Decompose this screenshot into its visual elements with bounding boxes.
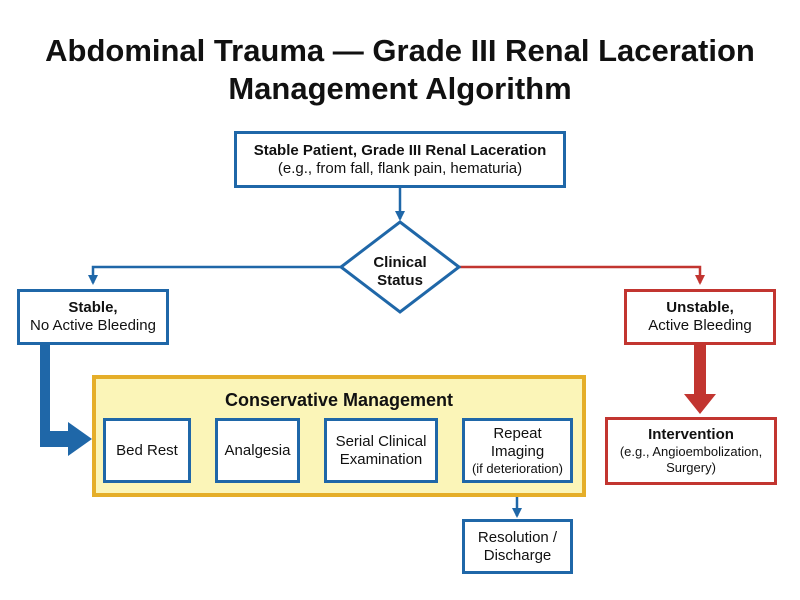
intervention-node-line2: (e.g., Angioembolization, [619,444,763,459]
arrow-stable-to-conservative [40,344,92,456]
conservative-management-title: Conservative Management [224,390,454,410]
step-bed-rest: Bed Rest [103,418,191,483]
decision-label-line1: Clinical [373,254,427,271]
start-node: Stable Patient, Grade III Renal Lacerati… [234,131,566,188]
decision-label-line2: Status [377,272,423,289]
resolution-node-line1: Resolution / [477,528,558,546]
intervention-node: Intervention (e.g., Angioembolization, S… [605,417,777,485]
step-analgesia: Analgesia [215,418,300,483]
start-node-line2: (e.g., from fall, flank pain, hematuria) [277,159,523,177]
step-bed-rest-label: Bed Rest [116,441,178,459]
step-repeat-imaging-line2: Imaging [490,442,545,460]
step-analgesia-label: Analgesia [224,441,291,459]
unstable-node: Unstable, Active Bleeding [624,289,776,345]
step-serial-exam-line2: Examination [339,450,423,468]
step-serial-exam: Serial Clinical Examination [324,418,438,483]
step-repeat-imaging: Repeat Imaging (if deterioration) [462,418,573,483]
intervention-node-line1: Intervention [648,426,734,443]
stable-node-line1: Stable, [68,299,118,316]
resolution-node: Resolution / Discharge [462,519,573,574]
step-serial-exam-line1: Serial Clinical [335,432,427,450]
page-title-line1: Abdominal Trauma — Grade III Renal Lacer… [45,33,755,68]
step-repeat-imaging-line3: (if deterioration) [471,460,564,476]
unstable-node-line1: Unstable, [666,299,734,316]
resolution-node-line2: Discharge [483,546,552,564]
stable-node-line2: No Active Bleeding [30,317,156,334]
decision-label: Clinical Status [350,250,450,294]
arrow-decision-to-stable [88,265,342,285]
arrow-unstable-to-intervention [684,344,716,414]
decision-diamond [338,220,462,314]
step-repeat-imaging-line1: Repeat [493,424,542,442]
intervention-node-line3: Surgery) [666,460,716,475]
arrow-decision-to-unstable [458,265,705,285]
page-title-line2: Management Algorithm [228,71,572,106]
stable-node: Stable, No Active Bleeding [17,289,169,345]
unstable-node-line2: Active Bleeding [648,317,752,334]
start-node-line1: Stable Patient, Grade III Renal Lacerati… [253,141,547,159]
